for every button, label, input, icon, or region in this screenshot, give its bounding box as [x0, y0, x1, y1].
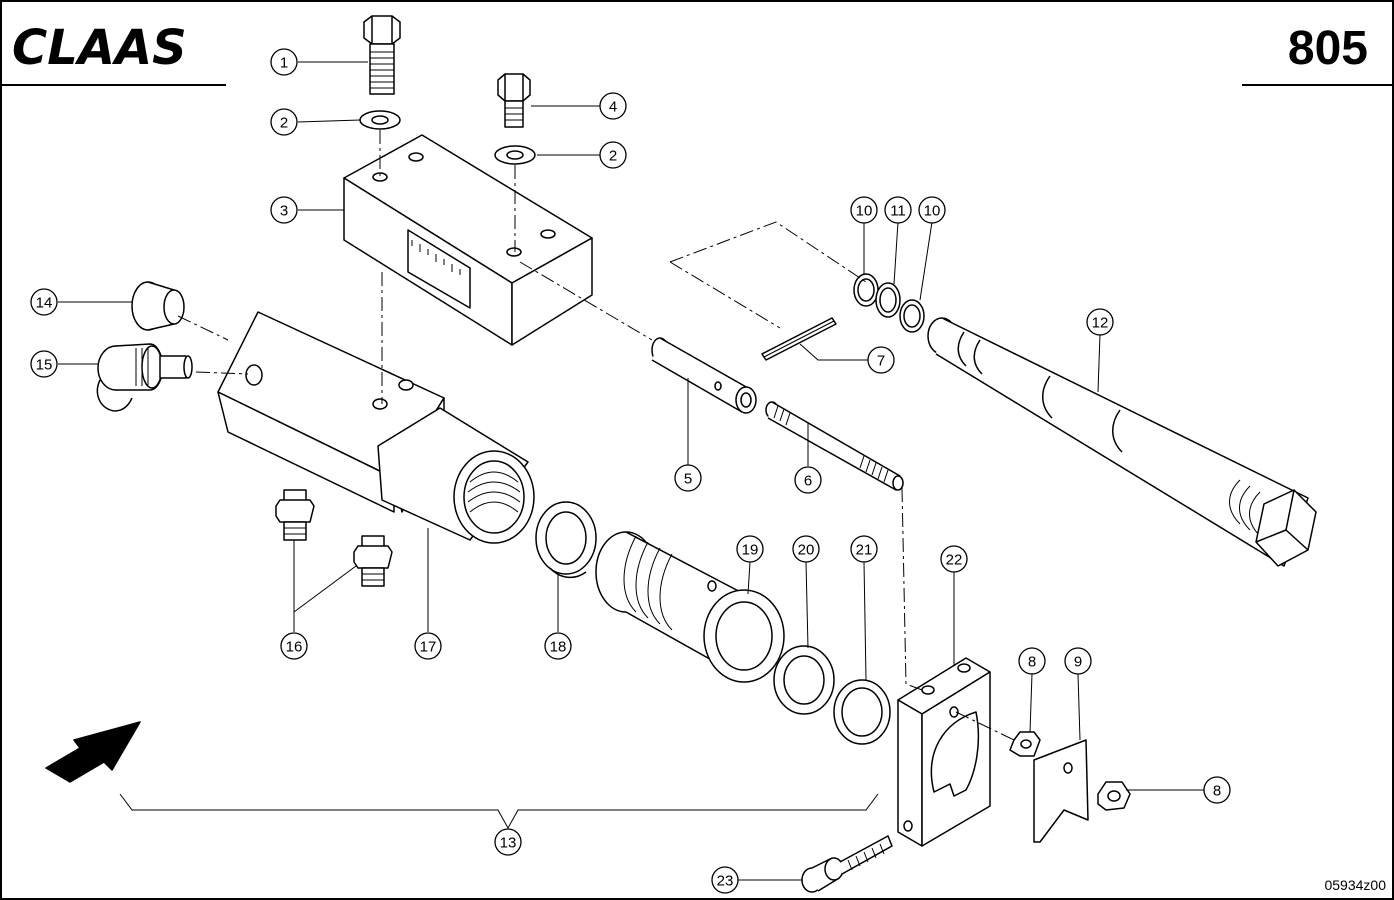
callout-17-bubble [414, 632, 442, 660]
part-4-hex-bolt [497, 73, 531, 128]
callout-15-bubble [30, 350, 58, 378]
part-3-bracket [343, 134, 593, 346]
part-2-washer-right [494, 145, 536, 165]
callout-20: 20 [798, 542, 815, 559]
drawing-code: 05934z00 [1324, 877, 1386, 893]
part-7-roll-pin [761, 317, 837, 361]
part-8-hex-nut-upper [1009, 731, 1041, 757]
part-20-seal-ring [773, 645, 835, 715]
part-10-ring-right [899, 299, 925, 333]
callout-3: 3 [280, 203, 288, 220]
assembly-axes [177, 130, 1015, 741]
callout-18-bubble [544, 632, 572, 660]
callout-21: 21 [856, 542, 873, 559]
callout-bubbles [30, 48, 1231, 894]
part-23-socket-screw [801, 835, 893, 893]
callout-13: 13 [500, 835, 517, 852]
part-9-lock-plate [1033, 739, 1089, 843]
callout-8b: 8 [1213, 783, 1221, 800]
callout-1: 1 [280, 55, 288, 72]
callout-8b-bubble [1203, 776, 1231, 804]
callout-15: 15 [36, 357, 53, 374]
callout-13-bubble [494, 828, 522, 856]
callout-7-bubble [867, 346, 895, 374]
part-2-washer-upper [359, 110, 401, 130]
callout-5-bubble [674, 464, 702, 492]
callout-10a-bubble [850, 196, 878, 224]
part-19-piston [595, 531, 785, 683]
callout-4-bubble [599, 92, 627, 120]
part-17-valve-housing [217, 311, 535, 544]
callout-7: 7 [877, 353, 885, 370]
callout-8a: 8 [1028, 654, 1036, 671]
callout-2b: 2 [609, 148, 617, 165]
part-18-ring [535, 501, 597, 579]
callout-12-bubble [1086, 308, 1114, 336]
callout-16: 16 [286, 639, 303, 656]
callout-2b-bubble [599, 141, 627, 169]
callout-3-bubble [270, 196, 298, 224]
callout-23-bubble [711, 866, 739, 894]
part-1-hex-bolt [363, 15, 401, 95]
part-16-grease-nipple-a [275, 489, 315, 541]
part-11-ring [875, 282, 901, 318]
callout-11-bubble [884, 196, 912, 224]
callout-6: 6 [804, 473, 812, 490]
callout-10b: 10 [924, 203, 941, 220]
callout-2a-bubble [270, 108, 298, 136]
callout-4: 4 [609, 99, 617, 116]
direction-arrow [45, 721, 141, 783]
callout-12: 12 [1092, 315, 1109, 332]
callout-14: 14 [36, 295, 53, 312]
part-8-hex-nut-lower [1097, 781, 1131, 811]
callout-10b-bubble [918, 196, 946, 224]
callout-8a-bubble [1018, 647, 1046, 675]
callout-22: 22 [946, 552, 963, 569]
part-16-grease-nipple-b [353, 535, 393, 587]
part-15-quick-coupling [96, 343, 193, 412]
part-21-seal-ring [833, 679, 891, 745]
page-number: 805 [1288, 22, 1368, 75]
callout-2a: 2 [280, 115, 288, 132]
part-10-ring-left [853, 273, 879, 307]
callout-20-bubble [792, 535, 820, 563]
callout-19-bubble [736, 535, 764, 563]
callout-18: 18 [550, 639, 567, 656]
callout-16-bubble [280, 632, 308, 660]
callout-19: 19 [742, 542, 759, 559]
callout-23: 23 [717, 873, 734, 890]
callout-10a: 10 [856, 203, 873, 220]
callout-5: 5 [684, 471, 692, 488]
callout-9: 9 [1074, 654, 1082, 671]
callout-1-bubble [270, 48, 298, 76]
brand-logo: CLAAS [12, 20, 187, 76]
leader-lines [58, 61, 1204, 881]
callout-6-bubble [794, 466, 822, 494]
callout-21-bubble [850, 535, 878, 563]
part-12-piston-rod [927, 317, 1317, 567]
callout-22-bubble [940, 545, 968, 573]
part-14-plug [131, 281, 185, 331]
callout-14-bubble [30, 288, 58, 316]
part-6-threaded-stud [765, 401, 904, 491]
callout-9-bubble [1064, 647, 1092, 675]
callout-11: 11 [890, 203, 906, 220]
part-5-pin [651, 337, 757, 414]
part-22-clamp-block [897, 657, 991, 847]
callout-17: 17 [420, 639, 437, 656]
